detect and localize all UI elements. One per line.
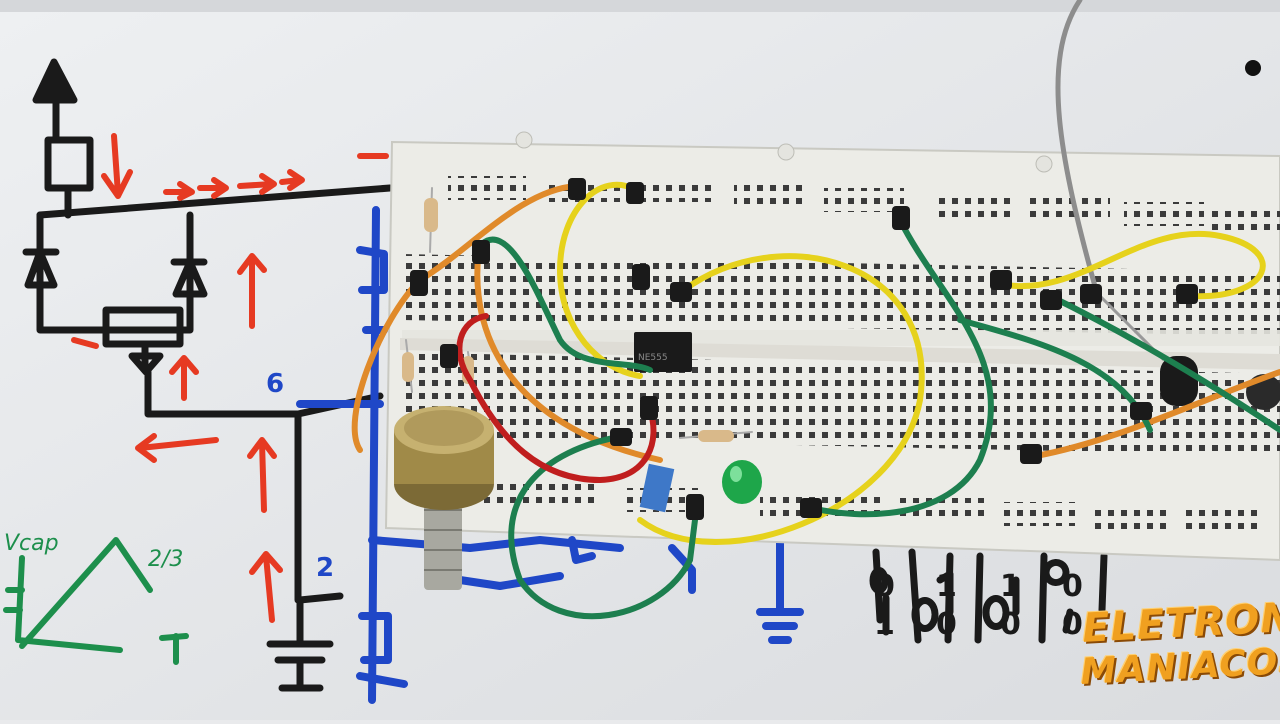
truth-table: 0 1 1 0 1 0 0 0	[874, 569, 1083, 642]
logo-line-1: ELETRON	[1081, 594, 1280, 652]
red-arrows	[71, 133, 389, 623]
label-two-thirds: 2/3	[148, 547, 183, 572]
node-label-2: 2	[316, 553, 334, 583]
logo-line-2: MANIACOS	[1079, 640, 1280, 693]
tt-digit: 0	[1062, 569, 1083, 604]
svg-text:NE555: NE555	[638, 353, 668, 363]
blue-capacitor	[639, 463, 675, 513]
label-vcap: Vcap	[4, 531, 59, 556]
ic-chip: NE555	[634, 332, 692, 372]
potentiometer	[394, 406, 494, 590]
tt-digit: 1	[1000, 569, 1021, 604]
tt-digit: 0	[874, 569, 895, 604]
breadboard	[384, 131, 1280, 562]
tt-digit: 0	[1062, 607, 1083, 642]
wire-connectors	[410, 178, 1198, 520]
node-label-6: 6	[266, 369, 284, 399]
tt-digit: 0	[1000, 607, 1021, 642]
green-led	[722, 460, 762, 504]
blue-schematic	[296, 206, 804, 704]
whiteboard-top-edge	[0, 0, 1280, 12]
channel-logo: ELETRON MANIACOS	[1075, 594, 1280, 719]
tt-digit: 0	[936, 607, 957, 642]
black-schematic	[22, 58, 1108, 692]
tt-digit: 1	[874, 607, 895, 642]
green-waveform: Vcap 2/3	[3, 531, 189, 665]
board-hole	[1245, 60, 1261, 76]
tt-digit: 1	[936, 569, 957, 604]
